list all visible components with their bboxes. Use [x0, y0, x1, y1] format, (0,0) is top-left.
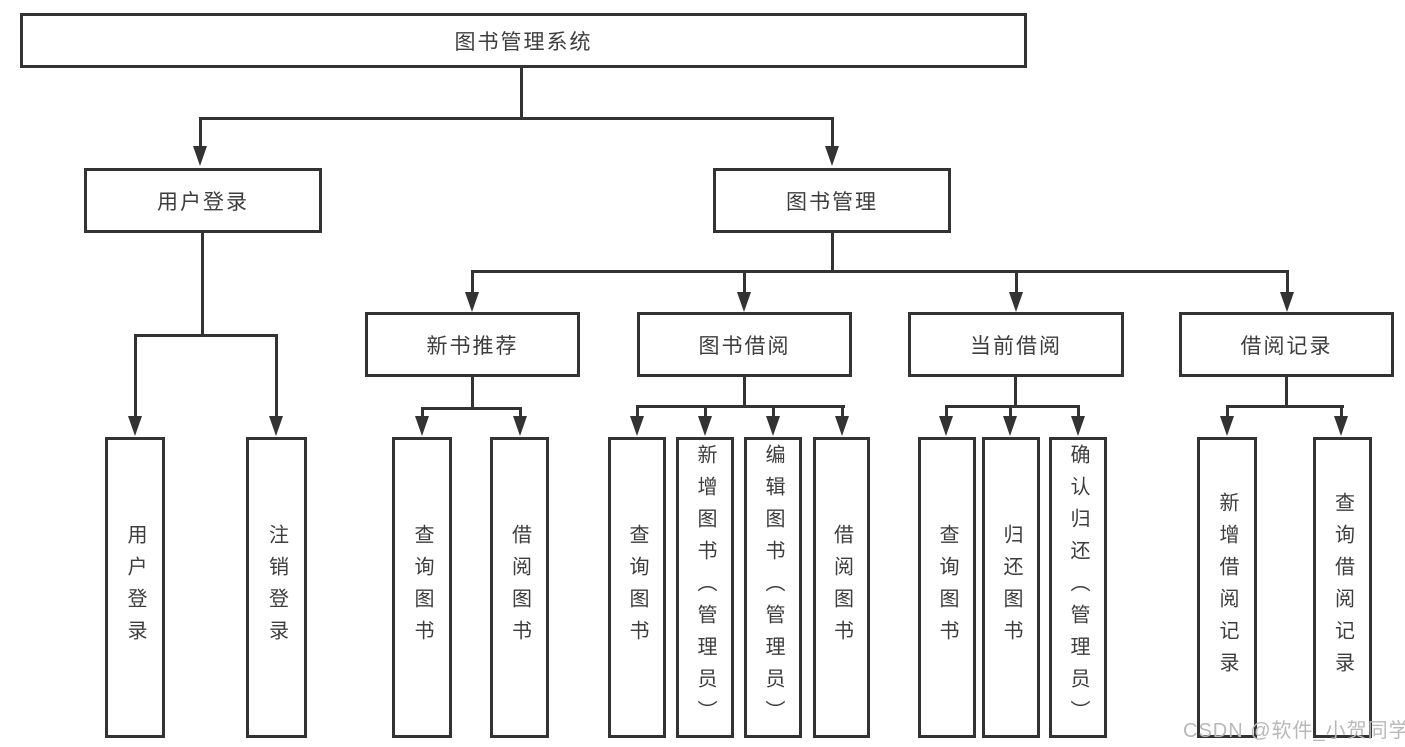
node-user-login-label: 用户登录	[157, 190, 249, 214]
leaf-logout-label: 注销登录	[265, 523, 288, 652]
arrowhead-cb-return	[1003, 416, 1017, 436]
arrowhead-user-login	[193, 146, 207, 166]
edge-borrow-records-stem	[1285, 377, 1288, 408]
arrowhead-borrow-records	[1280, 292, 1294, 312]
edge-book-borrow-bar	[636, 405, 845, 408]
edge-drop-bb-query	[636, 405, 639, 418]
arrowhead-br-add	[1220, 416, 1234, 436]
leaf-nb-query-books-label: 查询图书	[411, 523, 433, 652]
edge-current-borrow-bar	[945, 405, 1080, 408]
leaf-br-query-record: 查询借阅记录	[1313, 437, 1372, 738]
arrowhead-bb-edit	[766, 416, 780, 436]
edge-drop-new-book-recommend	[471, 270, 474, 294]
edge-root-drop-user-login	[199, 117, 202, 148]
edge-borrow-records-bar	[1226, 405, 1344, 408]
leaf-cb-query-books-label: 查询图书	[936, 523, 958, 652]
arrowhead-nb-borrow	[513, 416, 527, 436]
leaf-cb-confirm-return-admin-label: 确认归还（管理员）	[1067, 443, 1089, 732]
leaf-nb-borrow-books: 借阅图书	[490, 437, 549, 738]
arrowhead-leaf-user-login	[128, 416, 142, 436]
edge-drop-nb-borrow	[519, 407, 522, 418]
edge-user-login-bar	[134, 334, 278, 337]
arrowhead-new-book-recommend	[465, 292, 479, 312]
leaf-user-login: 用户登录	[105, 437, 165, 738]
leaf-cb-return-books-label: 归还图书	[1000, 523, 1022, 652]
edge-root-drop-book-management	[831, 117, 834, 148]
arrowhead-bb-add	[698, 416, 712, 436]
arrowhead-bb-query	[630, 416, 644, 436]
edge-user-login-stem	[201, 233, 204, 336]
leaf-bb-borrow-books-label: 借阅图书	[830, 523, 853, 652]
node-root: 图书管理系统	[20, 13, 1027, 68]
edge-drop-cb-return	[1009, 405, 1012, 418]
edge-drop-bb-add	[704, 405, 707, 418]
arrowhead-cb-query	[939, 416, 953, 436]
leaf-cb-return-books: 归还图书	[982, 437, 1040, 738]
edge-current-borrow-stem	[1014, 377, 1017, 408]
arrowhead-nb-query	[415, 416, 429, 436]
edge-drop-borrow-records	[1286, 270, 1289, 294]
arrowhead-book-management	[825, 146, 839, 166]
arrowhead-br-query	[1334, 416, 1348, 436]
arrowhead-book-borrow	[737, 292, 751, 312]
edge-drop-br-query	[1340, 405, 1343, 418]
node-new-book-recommend-label: 新书推荐	[426, 334, 519, 358]
edge-drop-leaf-user-login	[134, 334, 137, 418]
leaf-bb-query-books-label: 查询图书	[626, 523, 648, 652]
edge-drop-cb-query	[945, 405, 948, 418]
leaf-bb-borrow-books: 借阅图书	[813, 437, 870, 738]
edge-drop-nb-query	[421, 407, 424, 418]
leaf-user-login-label: 用户登录	[124, 523, 146, 652]
edge-drop-br-add	[1226, 405, 1229, 418]
edge-new-book-recommend-stem	[471, 377, 474, 409]
node-current-borrow: 当前借阅	[908, 312, 1124, 377]
node-current-borrow-label: 当前借阅	[970, 334, 1062, 358]
edge-book-borrow-stem	[743, 377, 746, 408]
node-book-borrow: 图书借阅	[637, 312, 852, 377]
arrowhead-cb-confirm	[1071, 416, 1085, 436]
leaf-br-add-record-label: 新增借阅记录	[1216, 491, 1238, 684]
arrowhead-leaf-logout	[269, 416, 283, 436]
leaf-cb-query-books: 查询图书	[918, 437, 976, 738]
leaf-nb-query-books: 查询图书	[392, 437, 452, 738]
leaf-br-add-record: 新增借阅记录	[1197, 437, 1257, 738]
edge-drop-book-borrow	[743, 270, 746, 294]
leaf-bb-query-books: 查询图书	[608, 437, 666, 738]
leaf-logout: 注销登录	[246, 437, 307, 738]
arrowhead-bb-borrow	[835, 416, 849, 436]
node-root-label: 图书管理系统	[454, 30, 593, 54]
node-book-management: 图书管理	[713, 168, 951, 233]
leaf-bb-edit-books-admin: 编辑图书（管理员）	[744, 437, 802, 738]
leaf-bb-edit-books-admin-label: 编辑图书（管理员）	[762, 443, 784, 732]
edge-drop-bb-borrow	[841, 405, 844, 418]
node-new-book-recommend: 新书推荐	[365, 312, 580, 377]
leaf-bb-add-books-admin: 新增图书（管理员）	[676, 437, 734, 738]
edge-book-management-bar	[471, 270, 1289, 273]
edge-book-management-stem	[831, 233, 834, 273]
leaf-cb-confirm-return-admin: 确认归还（管理员）	[1049, 437, 1107, 738]
leaf-bb-add-books-admin-label: 新增图书（管理员）	[694, 443, 716, 732]
edge-new-book-recommend-bar	[421, 407, 522, 410]
edge-root-bar	[199, 117, 833, 120]
node-user-login: 用户登录	[84, 168, 322, 233]
node-book-management-label: 图书管理	[786, 190, 878, 214]
node-borrow-records-label: 借阅记录	[1240, 334, 1333, 358]
edge-drop-leaf-logout	[275, 334, 278, 418]
leaf-nb-borrow-books-label: 借阅图书	[508, 523, 531, 652]
watermark: CSDN @软件_小贺同学	[1183, 720, 1405, 742]
edge-root-stem	[520, 66, 523, 119]
edge-drop-current-borrow	[1015, 270, 1018, 294]
node-book-borrow-label: 图书借阅	[698, 334, 791, 358]
edge-drop-cb-confirm	[1077, 405, 1080, 418]
edge-drop-bb-edit	[772, 405, 775, 418]
node-borrow-records: 借阅记录	[1179, 312, 1394, 377]
arrowhead-current-borrow	[1009, 292, 1023, 312]
leaf-br-query-record-label: 查询借阅记录	[1331, 491, 1354, 684]
